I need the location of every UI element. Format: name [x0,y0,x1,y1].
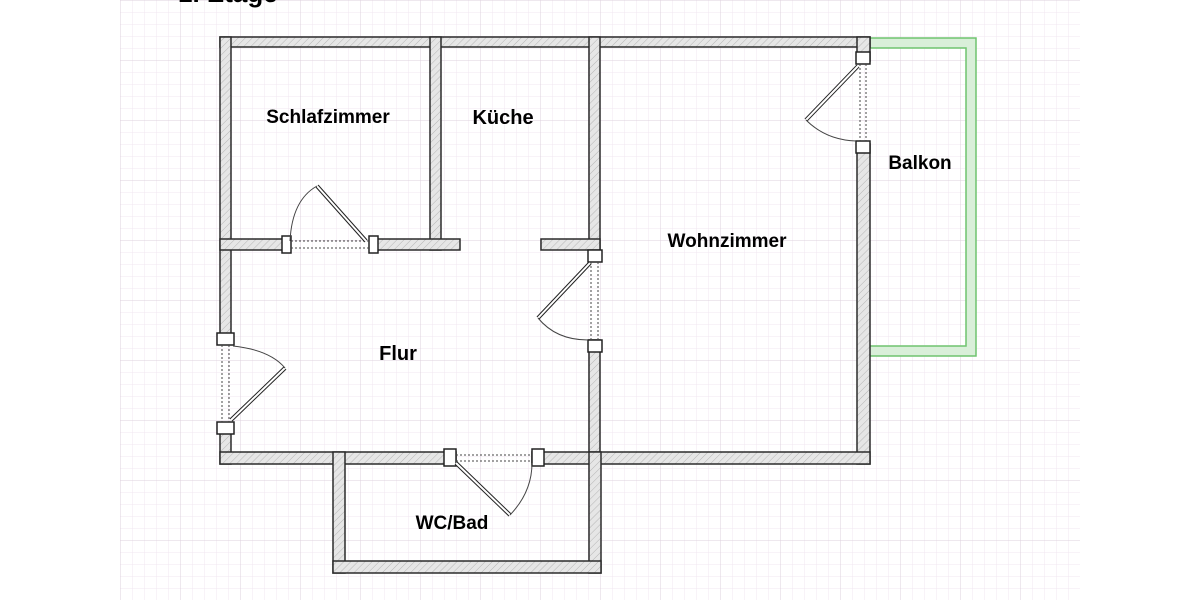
wall-top [219,36,871,48]
room-label-wc-bad: WC/Bad [416,513,489,534]
door-entrance [216,332,287,435]
wall-bottom-right [531,451,871,465]
door-living [536,249,603,353]
door-bedroom [281,184,379,254]
door-bath [443,448,545,517]
wall-bath-right [588,451,602,574]
wall-kitchen-living [588,36,601,251]
walls [219,36,871,574]
doors [216,51,871,517]
room-label-schlafzimmer: Schlafzimmer [266,107,390,128]
page-title: 1. Etage [178,0,278,8]
wall-kitchen-bottom-stub [540,238,601,251]
wall-bath-left [332,451,346,574]
room-label-wohnzimmer: Wohnzimmer [668,231,788,252]
room-label-kueche: Küche [472,107,533,129]
wall-hall-living [588,339,601,463]
wall-bedroom-kitchen [429,36,442,251]
room-label-flur: Flur [379,343,417,365]
wall-left-upper [219,36,232,336]
wall-living-right-lower [856,143,871,465]
wall-bath-bottom [332,560,602,574]
room-label-balkon: Balkon [888,153,951,174]
door-balcony [804,51,871,154]
wall-bedroom-bottom-left [219,238,289,251]
wall-bedroom-bottom-right [371,238,461,251]
